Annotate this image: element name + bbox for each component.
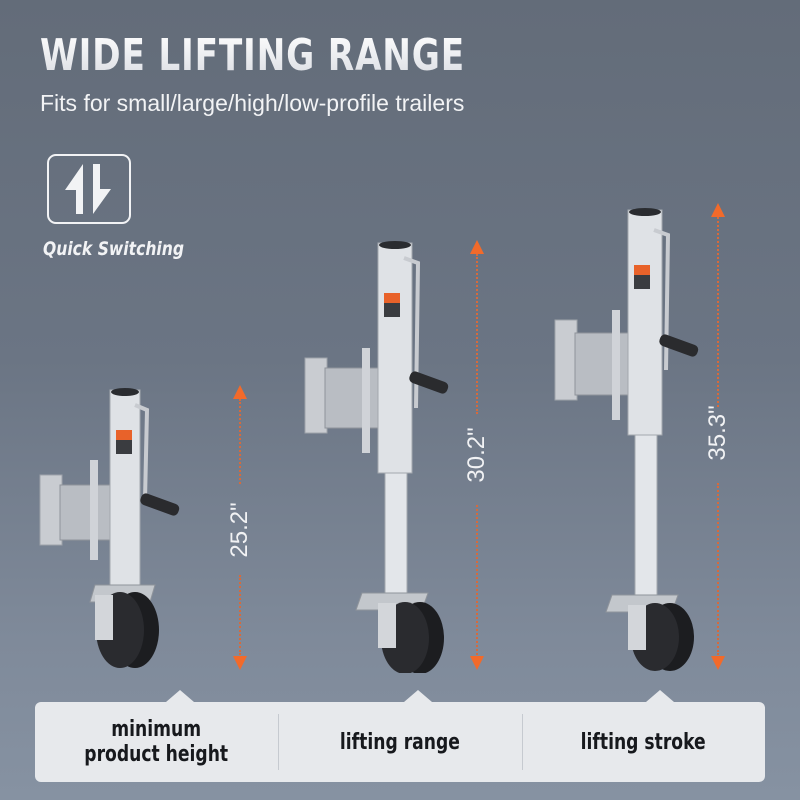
page-title: WIDE LIFTING RANGE [40,30,465,81]
dimension-line [239,575,241,655]
arrow-down-icon [711,656,725,670]
caption-lifting-range: lifting range [278,702,521,782]
dimension-line [476,505,478,655]
caption-line-1: minimum [111,717,202,742]
arrow-down-icon [470,656,484,670]
arrow-up-icon [233,385,247,399]
trailer-jack-image-range [304,241,449,673]
arrow-up-icon [470,240,484,254]
measurement-value: 35.3" [704,405,731,461]
trailer-jack-image-minimum [39,388,180,668]
page-subtitle: Fits for small/large/high/low-profile tr… [40,90,465,116]
quick-switching-badge [47,154,131,224]
pointer-notch [166,690,194,702]
caption-line-2: product height [84,742,229,767]
pointer-notch [646,690,674,702]
caption-text: lifting range [339,729,460,755]
caption-panel: minimum product height lifting range lif… [35,690,765,782]
caption-minimum-height: minimum product height [35,702,278,782]
up-down-switch-arrows-icon [65,164,111,214]
arrow-down-icon [233,656,247,670]
measurement-range: 30.2" [462,240,492,670]
caption-lifting-stroke: lifting stroke [521,702,765,782]
dimension-line [717,483,719,655]
measurement-stroke: 35.3" [703,203,733,670]
trailer-jack-image-stroke [554,208,699,671]
arrow-up-icon [711,203,725,217]
dimension-line [476,254,478,414]
measurement-value: 25.2" [226,502,253,558]
measurement-minimum: 25.2" [225,385,255,670]
quick-switching-label: Quick Switching [43,238,185,260]
measurement-value: 30.2" [463,427,490,483]
caption-text: lifting stroke [580,729,706,755]
dimension-line [239,399,241,484]
pointer-notch [404,690,432,702]
dimension-line [717,217,719,407]
